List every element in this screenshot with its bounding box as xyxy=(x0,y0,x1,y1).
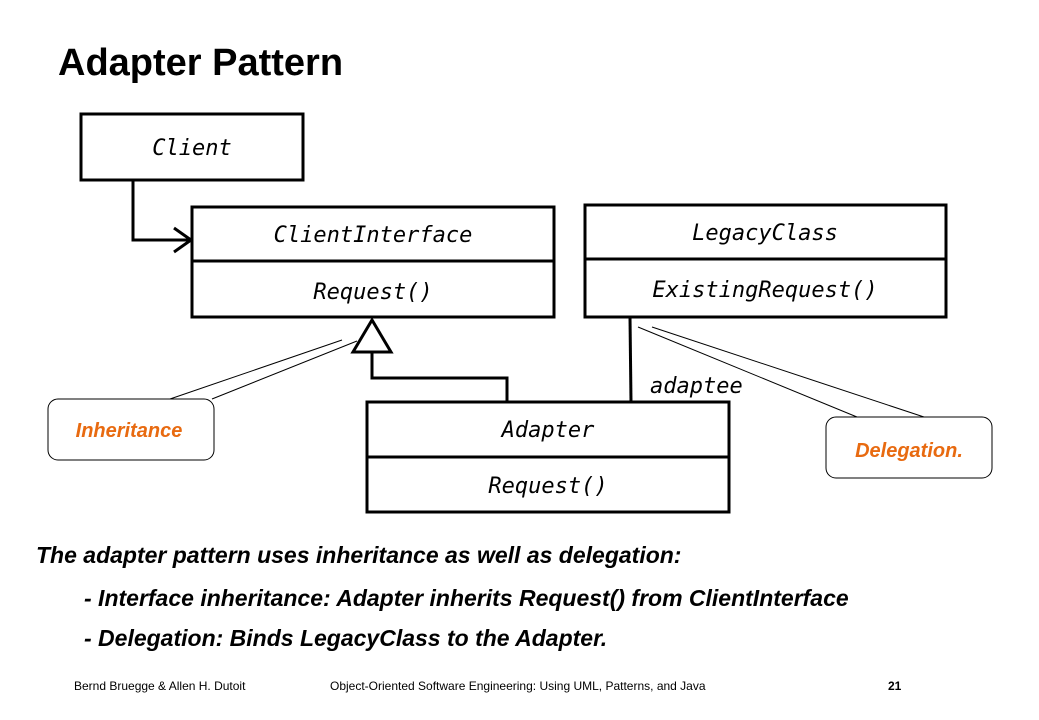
client-class-name: Client xyxy=(152,136,231,161)
body-bullet-inheritance: - Interface inheritance: Adapter inherit… xyxy=(84,585,849,611)
client-interface-class: ClientInterface Request() xyxy=(190,205,556,319)
client-interface-operation: Request() xyxy=(313,280,432,305)
client-interface-name: ClientInterface xyxy=(274,223,473,248)
adapter-class: Adapter Request() xyxy=(365,400,731,514)
body-intro: The adapter pattern uses inheritance as … xyxy=(36,542,682,568)
adaptee-label: adaptee xyxy=(650,374,743,399)
body-bullet-delegation: - Delegation: Binds LegacyClass to the A… xyxy=(84,625,608,651)
client-association-line xyxy=(131,180,190,242)
footer-page-number: 21 xyxy=(888,679,902,693)
adapter-operation: Request() xyxy=(488,474,607,499)
slide-title: Adapter Pattern xyxy=(58,42,344,84)
delegation-note-label: Delegation. xyxy=(855,440,963,462)
inheritance-note-label: Inheritance xyxy=(76,420,183,442)
adapter-name: Adapter xyxy=(500,418,595,443)
legacy-class-name: LegacyClass xyxy=(692,221,838,246)
footer-book-title: Object-Oriented Software Engineering: Us… xyxy=(330,679,706,693)
inheritance-triangle-icon xyxy=(350,317,394,354)
inheritance-callout: Inheritance xyxy=(47,339,358,461)
legacy-class-operation: ExistingRequest() xyxy=(652,278,877,303)
client-class: Client xyxy=(79,112,305,182)
legacy-class: LegacyClass ExistingRequest() xyxy=(583,203,948,319)
delegation-line xyxy=(628,316,633,403)
uml-class-diagram: Client ClientInterface Request() LegacyC… xyxy=(47,112,993,514)
inheritance-line xyxy=(370,352,509,402)
delegation-callout: Delegation. xyxy=(637,326,993,479)
footer-authors: Bernd Bruegge & Allen H. Dutoit xyxy=(74,679,246,693)
